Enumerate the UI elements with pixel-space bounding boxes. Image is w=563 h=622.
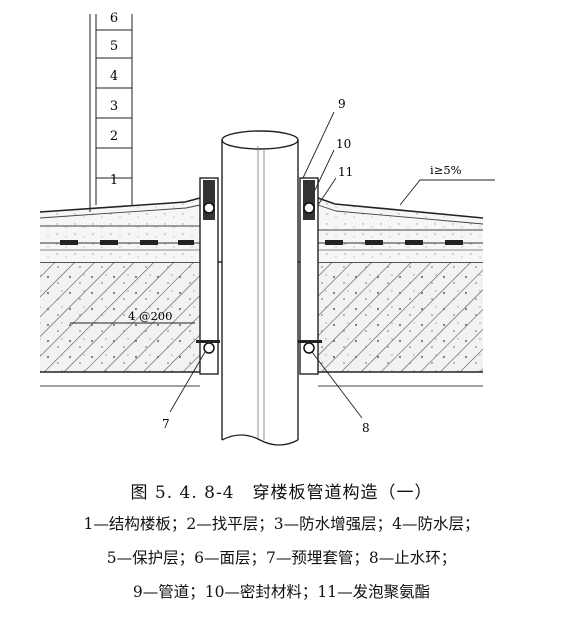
legend-line-3: 9—管道；10—密封材料；11—发泡聚氨酯 [132, 583, 431, 601]
floor-layers [39, 197, 484, 262]
structural-slab [40, 261, 483, 387]
callouts [70, 111, 495, 419]
layer-label-2: 2 [110, 129, 118, 144]
layer-label-6: 6 [110, 11, 118, 26]
callout-9: 9 [338, 97, 346, 111]
callout-11: 11 [338, 165, 353, 179]
legend-line-2: 5—保护层；6—面层；7—预埋套管；8—止水环； [106, 549, 457, 567]
rebar-label: 4 @200 [128, 309, 172, 323]
layer-label-4: 4 [110, 69, 118, 84]
callout-7: 7 [162, 417, 170, 431]
callout-8: 8 [362, 421, 370, 435]
pipe [221, 130, 299, 446]
legend-line-1: 1—结构楼板；2—找平层；3—防水增强层；4—防水层； [83, 515, 480, 533]
pipe-through-floor-diagram: 6 5 4 3 2 1 9 10 11 7 8 i≥5% 4 @200 [39, 11, 495, 446]
layer-label-3: 3 [110, 99, 118, 114]
embedded-sleeve [196, 177, 322, 375]
layer-label-5: 5 [110, 39, 118, 54]
figure-caption: 图 5. 4. 8-4 穿楼板管道构造（一） [130, 483, 433, 503]
layer-label-1: 1 [110, 173, 118, 188]
callout-10: 10 [336, 137, 351, 151]
layer-scale: 6 5 4 3 2 1 [89, 11, 133, 212]
slope-label: i≥5% [430, 163, 462, 177]
